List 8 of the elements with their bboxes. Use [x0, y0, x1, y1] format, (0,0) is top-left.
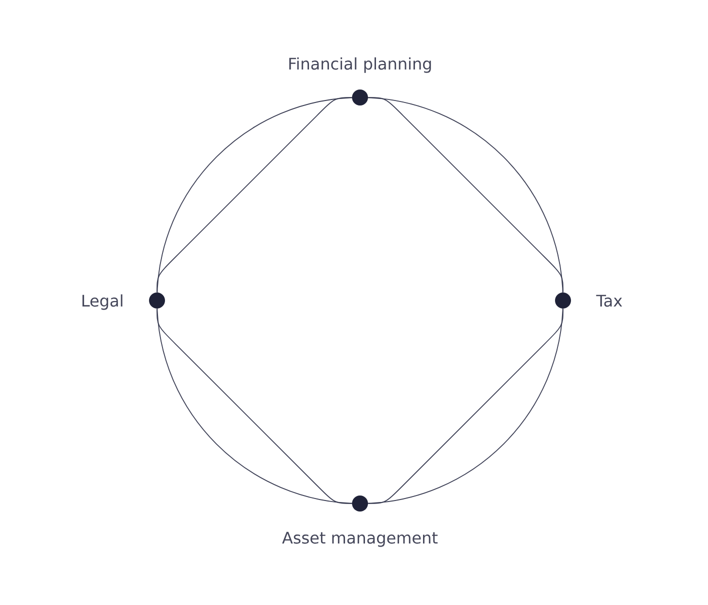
node-label: Legal: [82, 294, 122, 310]
node-label: Tax: [596, 294, 622, 307]
node-label: Asset management: [282, 532, 438, 547]
node-label: Financial planning: [289, 57, 431, 73]
connector-line: [368, 308, 564, 504]
connector-line: [156, 97, 352, 293]
connector-line: [368, 97, 564, 293]
connector-line: [156, 308, 352, 504]
